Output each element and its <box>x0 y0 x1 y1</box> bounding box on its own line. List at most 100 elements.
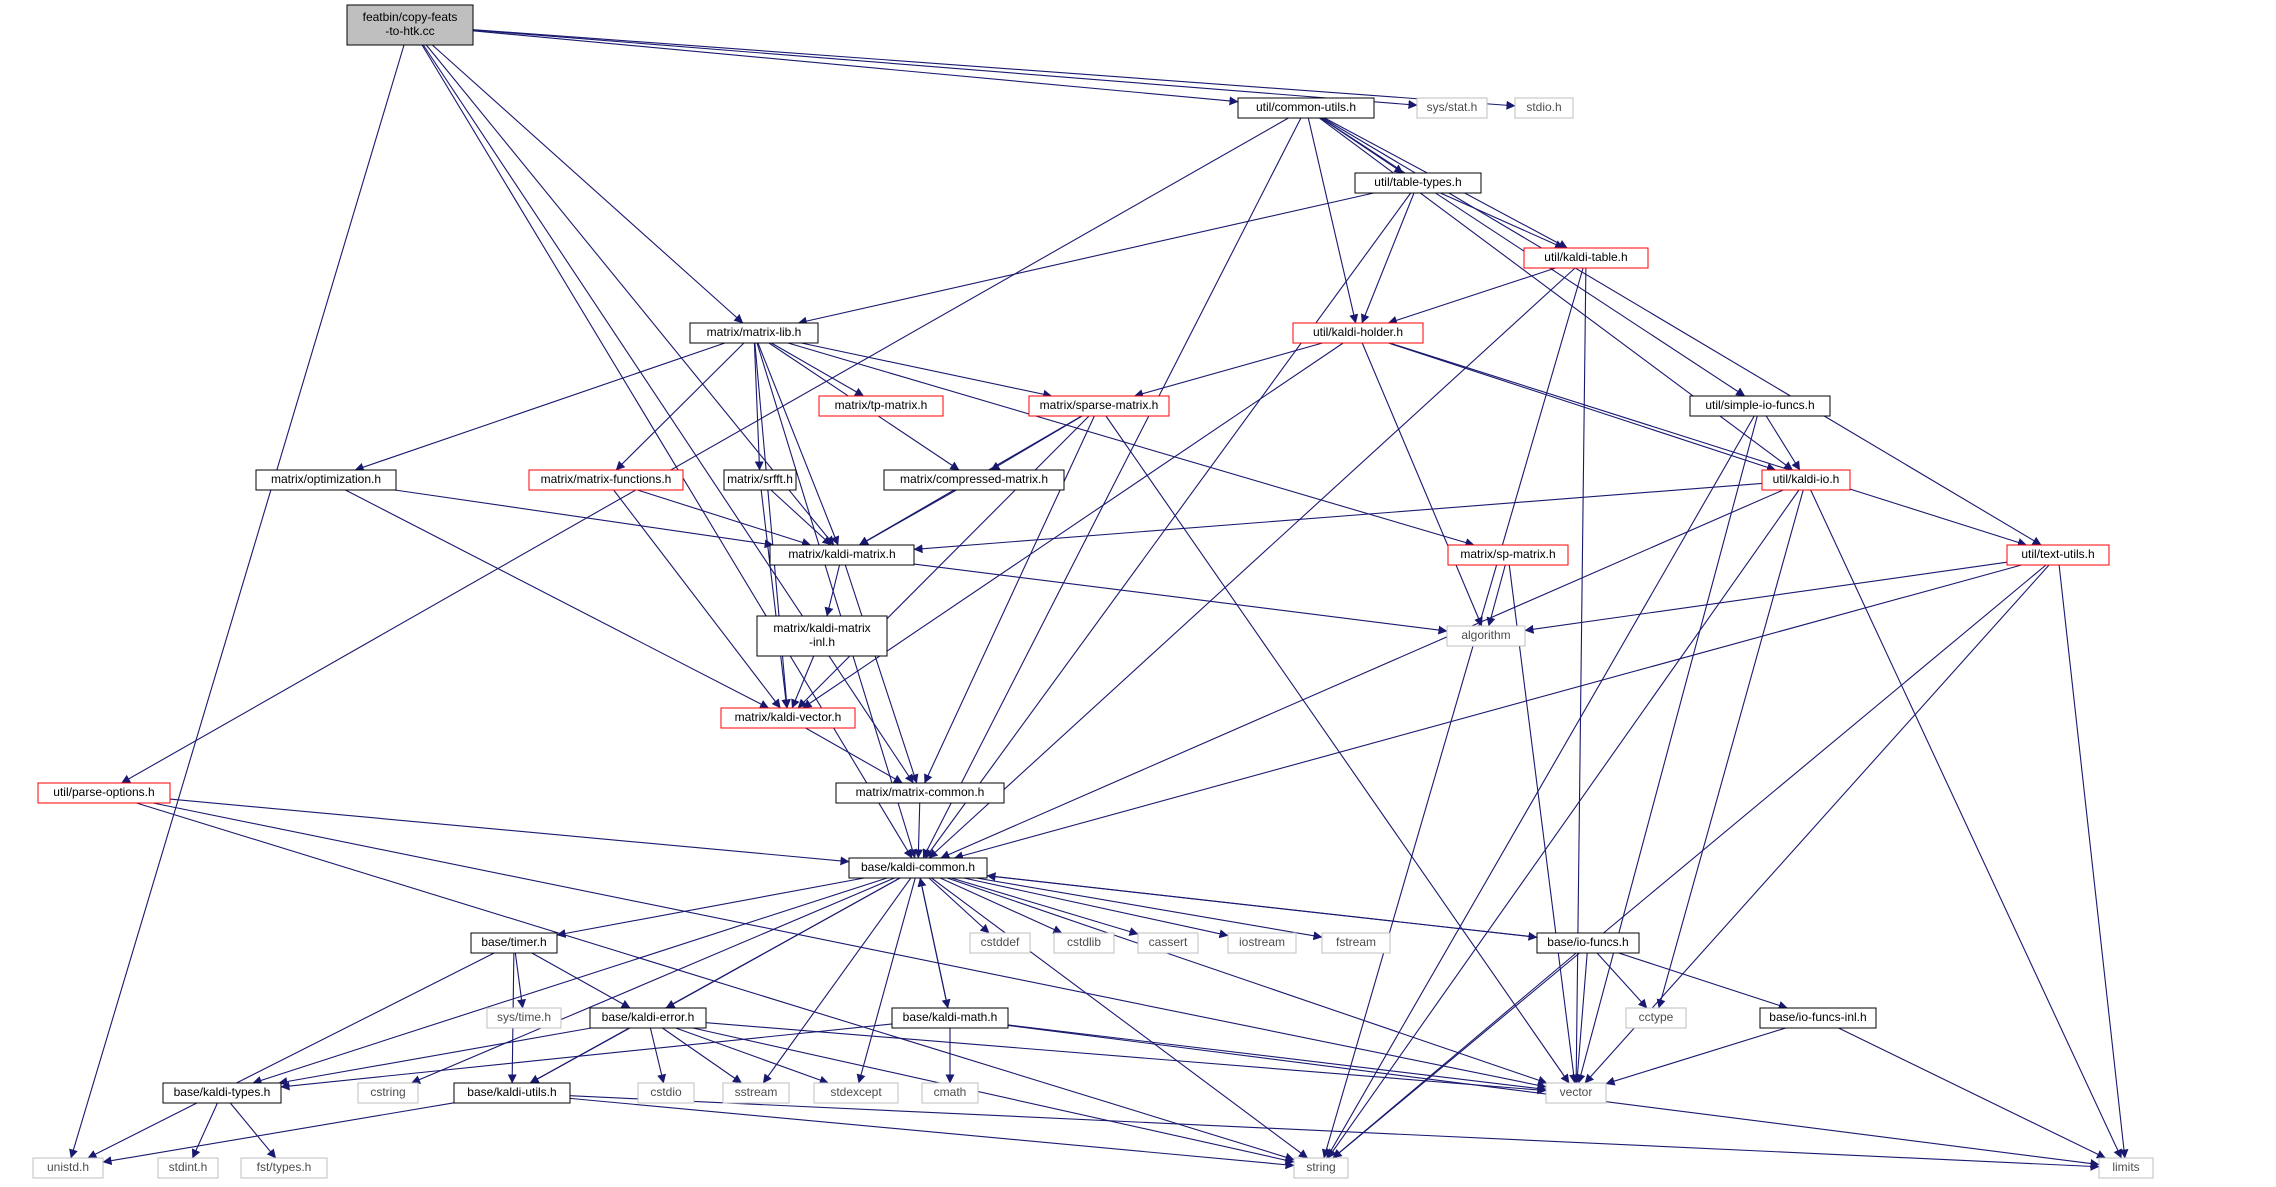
node-label-stdio_h: stdio.h <box>1526 100 1561 114</box>
node-sparse_matrix[interactable]: matrix/sparse-matrix.h <box>1028 395 1170 417</box>
node-box-kaldi_types <box>162 1082 282 1104</box>
node-label-simple_io: util/simple-io-funcs.h <box>1705 398 1814 412</box>
node-label-tp_matrix: matrix/tp-matrix.h <box>835 398 928 412</box>
node-box-kaldi_io <box>1761 469 1851 491</box>
node-label-table_types: util/table-types.h <box>1374 175 1461 189</box>
node-box-cmath <box>921 1082 979 1104</box>
node-box-sstream <box>722 1082 790 1104</box>
node-box-sparse_matrix <box>1028 395 1170 417</box>
node-stdint: stdint.h <box>157 1157 219 1179</box>
node-limits: limits <box>2098 1157 2154 1179</box>
node-tp_matrix[interactable]: matrix/tp-matrix.h <box>818 395 944 417</box>
node-sp_matrix[interactable]: matrix/sp-matrix.h <box>1447 544 1569 566</box>
edge-table_types-to-kaldi_table <box>1440 192 1565 249</box>
node-label-string: string <box>1306 1160 1335 1174</box>
node-fst_types: fst/types.h <box>240 1157 328 1179</box>
edge-table_types-to-kaldi_holder <box>1360 192 1415 324</box>
node-label-kaldi_table: util/kaldi-table.h <box>1544 250 1627 264</box>
node-label-io_funcs_inl: base/io-funcs-inl.h <box>1769 1010 1866 1024</box>
node-kaldi_holder[interactable]: util/kaldi-holder.h <box>1292 322 1424 344</box>
node-kaldi_math[interactable]: base/kaldi-math.h <box>891 1007 1009 1029</box>
edge-kaldi_math-to-kaldi_common <box>917 877 949 1009</box>
edge-timer-to-sys_time <box>514 952 526 1009</box>
node-box-sys_stat <box>1416 97 1488 119</box>
node-label-kaldi_vector: matrix/kaldi-vector.h <box>735 710 842 724</box>
node-kaldi_matrix_inl[interactable]: matrix/kaldi-matrix-inl.h <box>756 615 888 657</box>
node-text_utils[interactable]: util/text-utils.h <box>2006 544 2110 566</box>
node-io_funcs[interactable]: base/io-funcs.h <box>1536 932 1640 954</box>
edge-kaldi_table-to-string <box>1321 267 1584 1159</box>
node-cmath: cmath <box>921 1082 979 1104</box>
node-kaldi_common[interactable]: base/kaldi-common.h <box>848 857 988 879</box>
node-label-kaldi_holder: util/kaldi-holder.h <box>1313 325 1403 339</box>
node-box-simple_io <box>1689 395 1831 417</box>
edge-kaldi_io-to-cctype <box>1656 489 1804 1009</box>
node-box-root <box>346 4 474 46</box>
edge-sp_matrix-to-vector <box>1508 564 1579 1084</box>
node-matrix_lib[interactable]: matrix/matrix-lib.h <box>689 322 819 344</box>
node-box-text_utils <box>2006 544 2110 566</box>
edge-parse_options-to-vector <box>152 802 1547 1090</box>
node-label-fst_types: fst/types.h <box>257 1160 312 1174</box>
node-compressed[interactable]: matrix/compressed-matrix.h <box>883 469 1065 491</box>
edge-common_utils-to-kaldi_io <box>1319 117 1793 471</box>
node-box-stdexcept <box>813 1082 899 1104</box>
node-kaldi_utils[interactable]: base/kaldi-utils.h <box>453 1082 571 1104</box>
node-optimization[interactable]: matrix/optimization.h <box>255 469 397 491</box>
edge-optimization-to-kaldi_matrix <box>394 489 774 549</box>
edge-kaldi_io-to-limits <box>1810 489 2122 1159</box>
node-box-kaldi_common <box>848 857 988 879</box>
edge-sparse_matrix-to-kaldi_vector <box>797 415 1090 709</box>
node-box-kaldi_holder <box>1292 322 1424 344</box>
edge-kaldi_error-to-kaldi_types <box>278 1027 592 1086</box>
node-simple_io[interactable]: util/simple-io-funcs.h <box>1689 395 1831 417</box>
node-label-cstdio: cstdio <box>650 1085 682 1099</box>
node-fstream: fstream <box>1321 932 1391 954</box>
node-box-common_utils <box>1237 97 1375 119</box>
node-box-kaldi_table <box>1523 247 1649 269</box>
edge-kaldi_io-to-string <box>1327 489 1800 1159</box>
node-cassert: cassert <box>1137 932 1199 954</box>
node-kaldi_io[interactable]: util/kaldi-io.h <box>1761 469 1851 491</box>
node-root[interactable]: featbin/copy-feats-to-htk.cc <box>346 4 474 46</box>
node-cctype: cctype <box>1625 1007 1687 1029</box>
node-box-limits <box>2098 1157 2154 1179</box>
node-box-stdio_h <box>1514 97 1574 119</box>
node-box-io_funcs_inl <box>1759 1007 1877 1029</box>
node-label-timer: base/timer.h <box>481 935 546 949</box>
edge-kaldi_common-to-cassert <box>951 877 1139 936</box>
node-kaldi_error[interactable]: base/kaldi-error.h <box>589 1007 707 1029</box>
node-sys_stat: sys/stat.h <box>1416 97 1488 119</box>
edge-kaldi_error-to-string <box>692 1027 1295 1165</box>
node-kaldi_types[interactable]: base/kaldi-types.h <box>162 1082 282 1104</box>
node-matrix_common[interactable]: matrix/matrix-common.h <box>835 782 1005 804</box>
edge-srfft-to-kaldi_vector <box>760 489 791 709</box>
edge-kaldi_table-to-vector <box>1571 267 1587 1084</box>
node-box-kaldi_matrix_inl <box>756 615 888 657</box>
edge-kaldi_common-to-cstring <box>411 877 895 1084</box>
node-kaldi_table[interactable]: util/kaldi-table.h <box>1523 247 1649 269</box>
node-kaldi_matrix[interactable]: matrix/kaldi-matrix.h <box>769 544 915 566</box>
node-parse_options[interactable]: util/parse-options.h <box>37 782 171 804</box>
node-matrix_functions[interactable]: matrix/matrix-functions.h <box>528 469 684 491</box>
edge-text_utils-to-limits <box>2058 564 2129 1159</box>
edge-simple_io-to-string <box>1326 415 1755 1159</box>
node-label-optimization: matrix/optimization.h <box>271 472 381 486</box>
node-cstddef: cstddef <box>969 932 1031 954</box>
node-timer[interactable]: base/timer.h <box>470 932 558 954</box>
node-label-cctype: cctype <box>1639 1010 1674 1024</box>
edge-compressed-to-kaldi_matrix <box>859 489 957 546</box>
node-box-vector <box>1545 1082 1607 1104</box>
node-box-timer <box>470 932 558 954</box>
node-table_types[interactable]: util/table-types.h <box>1354 172 1482 194</box>
node-srfft[interactable]: matrix/srfft.h <box>723 469 797 491</box>
node-io_funcs_inl[interactable]: base/io-funcs-inl.h <box>1759 1007 1877 1029</box>
edge-root-to-kaldi_common <box>421 44 913 859</box>
node-kaldi_vector[interactable]: matrix/kaldi-vector.h <box>720 707 856 729</box>
node-common_utils[interactable]: util/common-utils.h <box>1237 97 1375 119</box>
edge-kaldi_common-to-fstream <box>976 877 1323 941</box>
edge-sparse_matrix-to-vector <box>1105 415 1570 1084</box>
edge-matrix_functions-to-kaldi_vector <box>613 489 781 709</box>
node-label-cstring: cstring <box>370 1085 405 1099</box>
node-box-parse_options <box>37 782 171 804</box>
